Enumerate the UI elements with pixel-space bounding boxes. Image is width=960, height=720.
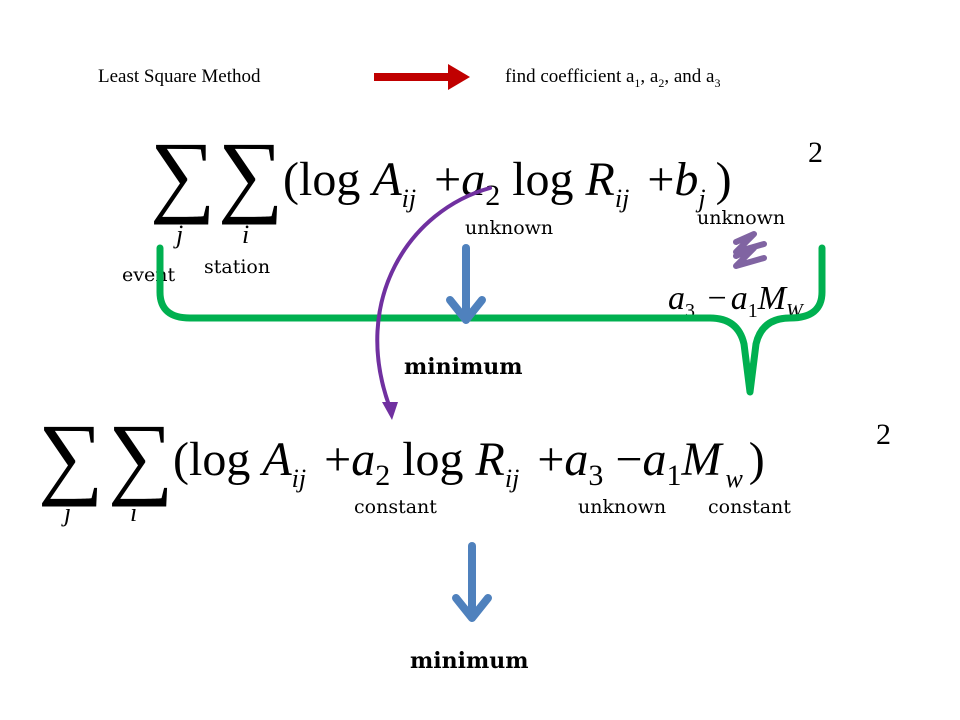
right-arrow-icon xyxy=(374,64,470,90)
goal-text: find coefficient a1, a2, and a3 xyxy=(505,66,721,90)
approximately-equal-icon xyxy=(733,231,767,269)
sum-index-j-2: j xyxy=(64,498,72,527)
sum-symbol-i-2: ∑ xyxy=(108,405,174,507)
green-brace xyxy=(156,244,826,396)
sum-symbol-i: ∑ xyxy=(218,123,284,225)
down-arrow-icon-2 xyxy=(452,542,492,622)
equation-1-exponent: 2 xyxy=(808,136,823,169)
method-title: Least Square Method xyxy=(98,66,261,87)
unknown-a2-label: unknown xyxy=(465,217,554,239)
constant-label-2: constant xyxy=(708,496,791,518)
constant-label-1: constant xyxy=(354,496,437,518)
minimum-label-2: minimum xyxy=(410,648,529,674)
purple-curved-arrow xyxy=(375,186,492,420)
minimum-label-1: minimum xyxy=(404,354,523,380)
sum-symbol-j: ∑ xyxy=(150,123,216,225)
sum-index-i-2: i xyxy=(130,498,138,527)
sum-index-j: j xyxy=(176,220,184,249)
unknown-b-label: unknown xyxy=(697,207,786,229)
equation-1-body: (log Aij +a2 log Rij +bj) xyxy=(283,153,732,213)
down-arrow-icon-1 xyxy=(446,244,486,324)
sum-index-i: i xyxy=(242,220,250,249)
bj-expression: a3 −a1MW xyxy=(668,280,803,322)
sum-symbol-j-2: ∑ xyxy=(38,405,104,507)
station-label: station xyxy=(204,256,271,278)
unknown-label-2: unknown xyxy=(578,496,667,518)
equation-2-exponent: 2 xyxy=(876,418,891,451)
